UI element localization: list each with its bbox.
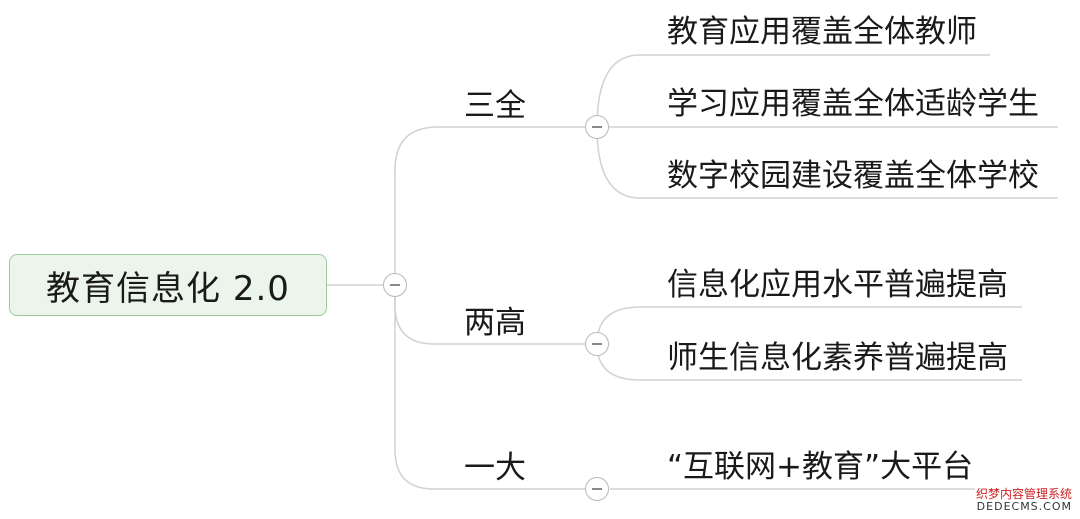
leaf-line-2-1 [596,306,1022,345]
watermark-en: DEDECMS.COM [976,500,1072,513]
root-label: 教育信息化 2.0 [46,268,290,309]
branch-line-sanquan [394,126,595,285]
leaf-label[interactable]: 师生信息化素养普遍提高 [667,340,1008,376]
branch-line-yida [394,285,595,490]
collapse-sanquan-button[interactable] [585,115,609,139]
leaf-label[interactable]: 教育应用覆盖全体教师 [667,14,977,50]
leaf-label[interactable]: 信息化应用水平普遍提高 [667,267,1008,303]
leaf-line-1-1 [596,54,990,128]
collapse-lianggao-button[interactable] [585,332,609,356]
root-node[interactable]: 教育信息化 2.0 [9,254,327,316]
leaf-line-1-3 [596,126,1058,199]
leaf-label[interactable]: “互联网+教育”大平台 [667,449,974,485]
branch-label-sanquan[interactable]: 三全 [464,88,526,124]
leaf-label[interactable]: 数字校园建设覆盖全体学校 [667,158,1039,194]
collapse-root-button[interactable] [383,273,407,297]
watermark-cn: 织梦内容管理系统 [975,487,1072,501]
collapse-yida-button[interactable] [585,477,609,501]
leaf-label[interactable]: 学习应用覆盖全体适龄学生 [667,86,1039,122]
branch-label-lianggao[interactable]: 两高 [464,305,526,341]
branch-label-yida[interactable]: 一大 [464,450,526,486]
watermark: 织梦内容管理系统 DEDECMS.COM [976,487,1072,513]
